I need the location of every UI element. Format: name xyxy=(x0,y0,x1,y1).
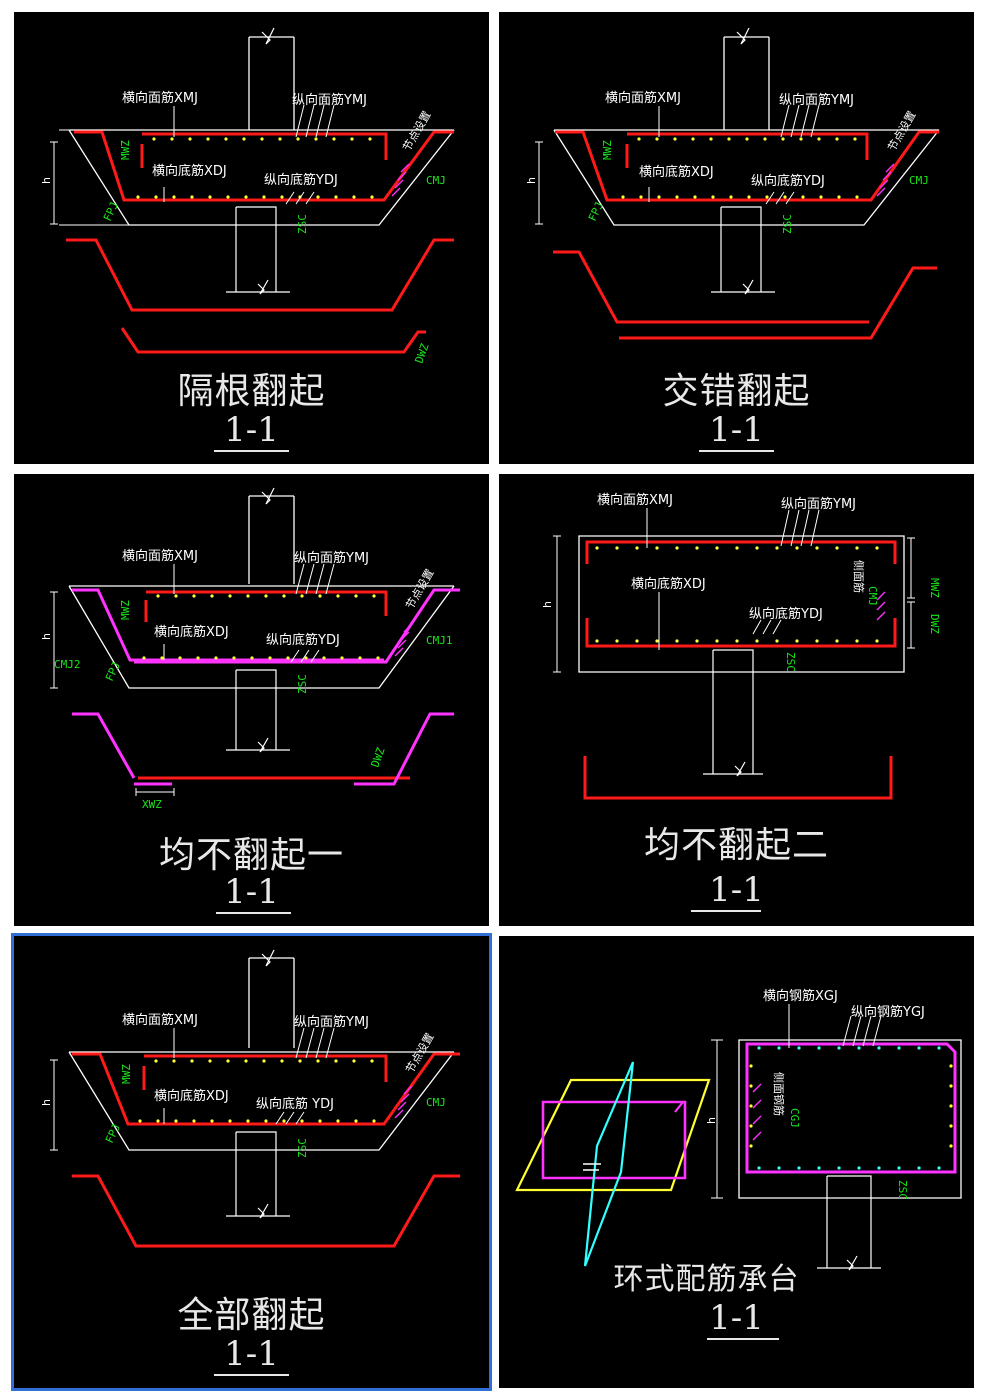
section-drawing: h 横向面筋XMJ 纵向面筋YMJ 横向底筋XDJ 纵向底筋YDJ CMJ1 C… xyxy=(40,487,460,811)
option-tile-staggered-bend[interactable]: h 横向面筋XMJ 纵向面筋YMJ 横向底筋XDJ 纵向底筋YDJ CMJ 节点… xyxy=(499,12,974,464)
ring-rebar-dots xyxy=(757,1046,941,1170)
label-cmj2: CMJ2 xyxy=(54,658,81,671)
section-label: 1-1 xyxy=(709,1298,764,1338)
dim-h-label: h xyxy=(40,1099,53,1106)
top-rebar-dots xyxy=(595,546,879,643)
section-underline xyxy=(691,910,761,912)
label-cmj: CMJ xyxy=(426,1096,446,1109)
tile-title: 均不翻起一 xyxy=(158,835,344,876)
top-rebar-dots xyxy=(138,1059,376,1123)
yellow-plane xyxy=(515,1078,711,1192)
section-drawing: h 横向面筋XMJ 纵向面筋YMJ 横向底筋XDJ 纵向底筋YDJ CMJ 节点… xyxy=(40,27,455,365)
label-zsc: ZSC xyxy=(296,214,309,234)
section-underline xyxy=(707,1338,779,1340)
label-ymj: 纵向面筋YMJ xyxy=(292,92,367,108)
section-label: 1-1 xyxy=(709,410,764,450)
label-ydj: 纵向底筋YDJ xyxy=(751,173,825,189)
label-ydj: 纵向底筋YDJ xyxy=(749,606,823,622)
label-node: 节点设置 xyxy=(403,1031,436,1076)
label-zsc: ZSC xyxy=(296,674,309,694)
label-ydj: 纵向底筋 YDJ xyxy=(256,1096,334,1112)
top-rebar-dots xyxy=(136,137,374,199)
label-ymj: 纵向面筋YMJ xyxy=(779,92,854,108)
label-xmj: 横向面筋XMJ xyxy=(122,90,198,106)
label-dwz: DWZ xyxy=(928,614,941,634)
label-xdj: 横向底筋XDJ xyxy=(154,1088,229,1104)
top-rebar-dots xyxy=(621,137,859,199)
label-side-rebar: 侧面钢筋 xyxy=(772,1072,786,1116)
section-drawing: h MWZ DWZ 横向面筋XMJ 纵向面筋YMJ 横向底筋XDJ 纵向底筋YD… xyxy=(541,492,941,800)
label-zsc: ZSC xyxy=(896,1180,909,1200)
label-side-rebar: 侧面筋 xyxy=(852,560,866,593)
label-mwz: MWZ xyxy=(119,600,132,620)
section-underline xyxy=(216,912,291,914)
section-label: 1-1 xyxy=(224,1334,279,1374)
label-xgj: 横向钢筋XGJ xyxy=(763,988,838,1004)
label-cmj: CMJ xyxy=(426,174,446,187)
label-fpj: FPJ xyxy=(586,200,606,224)
dim-h-label: h xyxy=(541,601,554,608)
section-drawing: h 横向钢筋XGJ 纵向钢筋YGJ 侧面钢筋 CGJ ZSC xyxy=(515,988,962,1271)
label-ygj: 纵向钢筋YGJ xyxy=(851,1004,925,1020)
tile-title: 交错翻起 xyxy=(662,371,811,412)
label-mwz: MWZ xyxy=(601,140,614,160)
section-label: 1-1 xyxy=(709,870,764,910)
label-cmj: CMJ xyxy=(866,586,879,606)
label-xdj: 横向底筋XDJ xyxy=(639,164,714,180)
label-cmj: CMJ xyxy=(909,174,929,187)
label-fpj: FPJ xyxy=(101,200,121,224)
label-mwz: MWZ xyxy=(119,140,132,160)
option-tile-full-bend[interactable]: h 横向面筋XMJ 纵向面筋YMJ 横向底筋XDJ 纵向底筋 YDJ CMJ 节… xyxy=(11,933,492,1391)
label-xdj: 横向底筋XDJ xyxy=(631,576,706,592)
label-node: 节点设置 xyxy=(885,109,918,154)
section-underline xyxy=(214,1374,289,1376)
tile-title: 环式配筋承台 xyxy=(613,1262,800,1297)
label-xmj: 横向面筋XMJ xyxy=(597,492,673,508)
label-xmj: 横向面筋XMJ xyxy=(605,90,681,106)
label-node: 节点设置 xyxy=(403,567,436,612)
label-mwz: MWZ xyxy=(928,578,941,598)
section-drawing: h 横向面筋XMJ 纵向面筋YMJ 横向底筋XDJ 纵向底筋 YDJ CMJ 节… xyxy=(40,949,460,1248)
label-xwz: XWZ xyxy=(142,798,162,811)
top-rebar-dots xyxy=(142,594,380,660)
cyan-plane xyxy=(583,1061,635,1267)
dim-h-label: h xyxy=(40,633,53,640)
label-zsc: ZSC xyxy=(296,1138,309,1158)
label-xdj: 横向底筋XDJ xyxy=(152,163,227,179)
magenta-ring xyxy=(541,1100,687,1180)
label-mwz: MWZ xyxy=(120,1064,133,1084)
section-label: 1-1 xyxy=(224,410,279,450)
label-xmj: 横向面筋XMJ xyxy=(122,1012,198,1028)
section-underline xyxy=(699,450,774,452)
side-rebar-dots xyxy=(749,1064,953,1148)
label-zsc: ZSC xyxy=(781,214,794,234)
dim-h-label: h xyxy=(40,177,53,184)
label-ymj: 纵向面筋YMJ xyxy=(294,550,369,566)
tile-title: 全部翻起 xyxy=(177,1295,326,1336)
label-xdj: 横向底筋XDJ xyxy=(154,624,229,640)
section-underline xyxy=(214,450,289,452)
label-fpj: FPJ xyxy=(103,1122,123,1146)
option-tile-no-bend-1[interactable]: h 横向面筋XMJ 纵向面筋YMJ 横向底筋XDJ 纵向底筋YDJ CMJ1 C… xyxy=(14,474,489,926)
label-fpj: FPJ xyxy=(103,660,123,684)
label-ymj: 纵向面筋YMJ xyxy=(781,496,856,512)
label-dwz: DWZ xyxy=(369,746,388,769)
section-label: 1-1 xyxy=(224,872,279,912)
label-ydj: 纵向底筋YDJ xyxy=(264,172,338,188)
label-cmj1: CMJ1 xyxy=(426,634,453,647)
tile-title: 隔根翻起 xyxy=(177,371,326,412)
option-tile-no-bend-2[interactable]: h MWZ DWZ 横向面筋XMJ 纵向面筋YMJ 横向底筋XDJ 纵向底筋YD… xyxy=(499,474,974,926)
label-ydj: 纵向底筋YDJ xyxy=(266,632,340,648)
dim-h-label: h xyxy=(525,177,538,184)
option-tile-ring-reinforcement[interactable]: h 横向钢筋XGJ 纵向钢筋YGJ 侧面钢筋 CGJ ZSC 环式配筋承台 1-… xyxy=(499,936,974,1388)
label-zsc: ZSC xyxy=(784,652,797,672)
label-cgj: CGJ xyxy=(788,1108,801,1128)
dim-h-label: h xyxy=(705,1117,718,1124)
option-tile-alternate-bend[interactable]: h 横向面筋XMJ 纵向面筋YMJ 横向底筋XDJ 纵向底筋YDJ CMJ 节点… xyxy=(14,12,489,464)
label-xmj: 横向面筋XMJ xyxy=(122,548,198,564)
tile-title: 均不翻起二 xyxy=(643,825,829,866)
label-ymj: 纵向面筋YMJ xyxy=(294,1014,369,1030)
section-drawing: h 横向面筋XMJ 纵向面筋YMJ 横向底筋XDJ 纵向底筋YDJ CMJ 节点… xyxy=(525,27,940,340)
label-node: 节点设置 xyxy=(400,109,433,154)
